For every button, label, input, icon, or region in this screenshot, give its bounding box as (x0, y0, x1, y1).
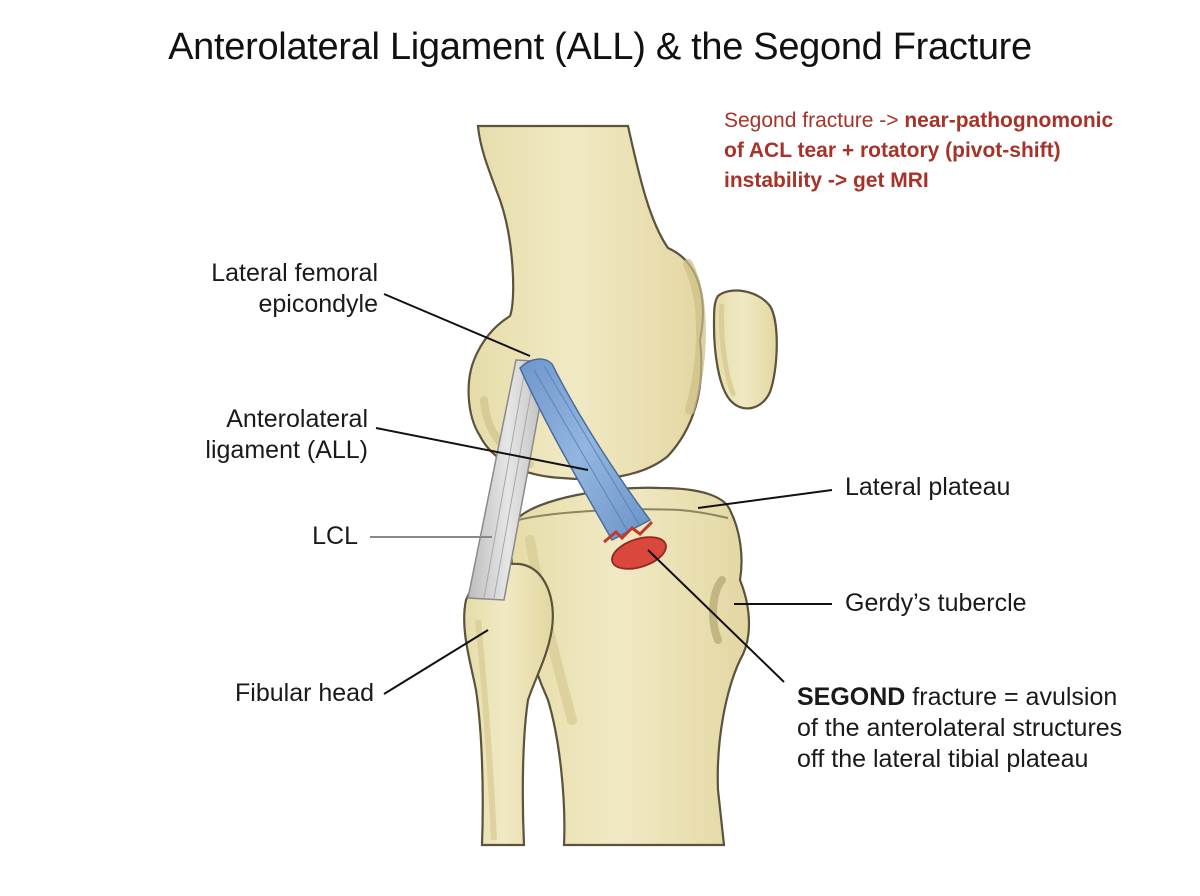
label-segond-fracture: SEGOND fracture = avulsion of the antero… (797, 682, 1122, 775)
label-lateral-plateau: Lateral plateau (845, 473, 1011, 501)
page-title: Anterolateral Ligament (ALL) & the Segon… (168, 26, 1032, 68)
leader-segond (647, 549, 785, 683)
note-line-1: Segond fracture -> near-pathognomonic (724, 106, 1113, 136)
label-epicondyle-line-1: Lateral femoral (211, 259, 378, 287)
leader-all (375, 427, 589, 471)
segond-bold: SEGOND (797, 683, 906, 711)
label-all-line-1: Anterolateral (226, 405, 368, 433)
note-line-2-bold: of ACL tear + rotatory (pivot-shift) (724, 139, 1061, 162)
label-anterolateral-ligament: Anterolateral ligament (ALL) (205, 404, 368, 466)
note-line-1-plain: Segond fracture -> (724, 109, 905, 132)
femoral-condyle-rim (683, 259, 706, 415)
segond-fracture-fragment (611, 536, 667, 570)
label-gerdys-tubercle: Gerdy’s tubercle (845, 589, 1027, 617)
leader-fibular-head (383, 629, 489, 695)
label-all-line-2: ligament (ALL) (205, 436, 368, 464)
fibula (463, 562, 554, 847)
leader-lateral-plateau (697, 489, 833, 509)
label-lateral-femoral-epicondyle: Lateral femoral epicondyle (211, 258, 378, 320)
note-line-3: instability -> get MRI (724, 166, 1113, 196)
segond-line-2: of the anterolateral structures (797, 714, 1123, 742)
note-line-2: of ACL tear + rotatory (pivot-shift) (724, 136, 1113, 166)
segond-line-1: SEGOND fracture = avulsion (797, 682, 1122, 713)
label-lcl: LCL (312, 522, 358, 550)
clinical-note: Segond fracture -> near-pathognomonic of… (724, 106, 1113, 196)
label-epicondyle-line-2: epicondyle (258, 290, 378, 318)
leader-lines (370, 293, 833, 695)
segond-line-1-rest: fracture = avulsion (905, 683, 1118, 711)
note-line-1-bold: near-pathognomonic (904, 109, 1114, 132)
lcl-ligament (467, 359, 549, 601)
segond-line-3: off the lateral tibial plateau (797, 745, 1089, 773)
gerdys-tubercle-shape (709, 576, 726, 644)
all-ligament (519, 358, 654, 544)
note-line-3-bold: instability -> get MRI (724, 169, 929, 192)
leader-epicondyle (383, 293, 531, 357)
label-fibular-head: Fibular head (235, 679, 374, 707)
tibial-plateau-line (517, 508, 729, 521)
